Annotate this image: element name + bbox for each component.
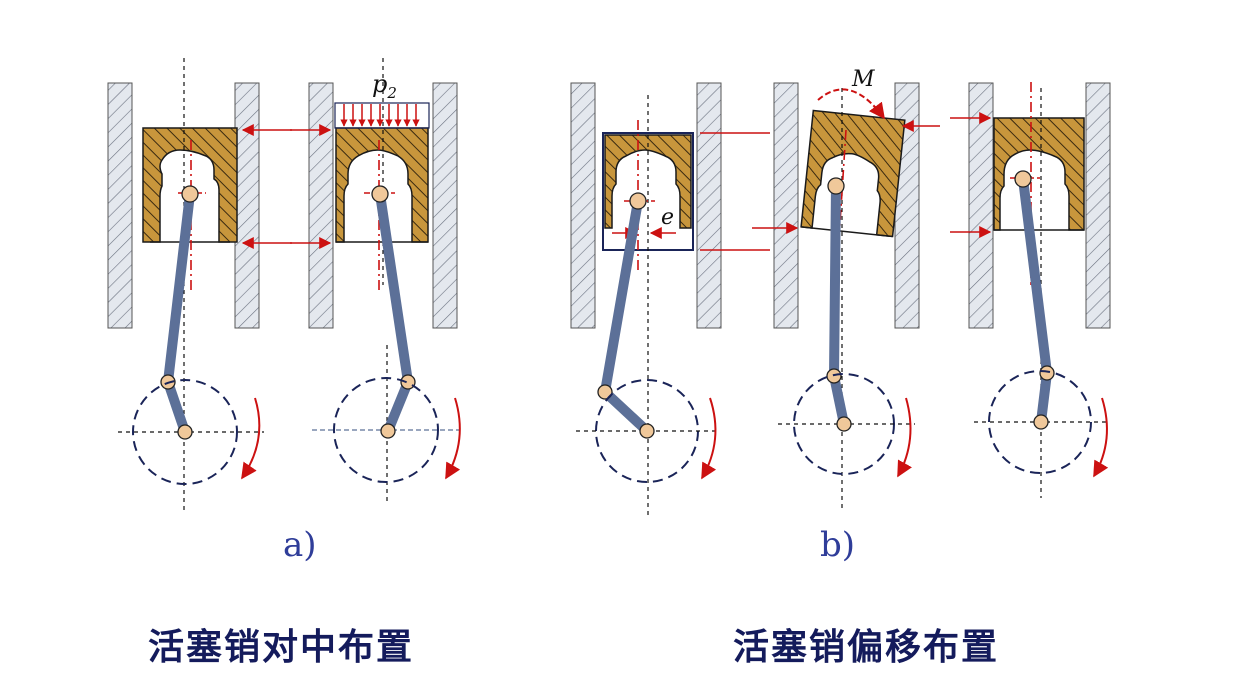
- piston-pin: [181, 185, 199, 203]
- crank-circle: [132, 379, 238, 485]
- connecting-rod: [600, 196, 643, 397]
- crankshaft-center: [1033, 414, 1049, 430]
- rotation-arrow: [241, 397, 261, 480]
- unit-a1: [107, 58, 292, 510]
- cylinder-wall-left: [968, 82, 994, 329]
- crank-pin: [400, 374, 416, 390]
- crank-arm: [163, 377, 190, 437]
- piston: [142, 127, 238, 243]
- caption-offset-pin: 活塞销偏移布置: [733, 626, 1000, 668]
- piston: [335, 127, 429, 243]
- gas-pressure-label: p2: [372, 70, 397, 102]
- cylinder-wall-left: [570, 82, 596, 329]
- unit-b3: [950, 82, 1111, 498]
- piston-pin: [629, 192, 647, 210]
- crank-pin: [597, 384, 613, 400]
- cylinder-wall-left: [773, 82, 799, 329]
- gas-pressure-arrows: [340, 104, 420, 127]
- piston-pin: [827, 177, 845, 195]
- piston-pin: [371, 185, 389, 203]
- panel-a-label: a): [283, 525, 317, 565]
- rotation-arrow: [701, 397, 717, 480]
- crankshaft-center: [836, 416, 852, 432]
- cylinder-wall-right: [696, 82, 722, 329]
- crank-circle: [333, 377, 439, 483]
- crank-pin: [1039, 365, 1055, 381]
- cylinder-wall-right: [432, 82, 458, 329]
- cylinder-wall-left: [308, 82, 334, 329]
- crank-arm: [600, 387, 652, 436]
- crank-circle: [988, 370, 1092, 474]
- connecting-rod: [829, 181, 841, 381]
- piston-pin: [1014, 170, 1032, 188]
- unit-b1: e: [570, 82, 770, 515]
- unit-b2: M: [752, 67, 940, 510]
- connecting-rod: [1018, 174, 1052, 378]
- crank-arm: [383, 377, 413, 436]
- unit-a2: p2: [290, 58, 461, 505]
- rotation-arrow: [897, 397, 912, 478]
- moment-arrow: [817, 88, 885, 120]
- crank-arm: [1036, 368, 1052, 427]
- crankshaft-center: [639, 423, 655, 439]
- tilted-piston: [800, 109, 906, 238]
- cylinder-wall-left: [107, 82, 133, 329]
- piston: [993, 117, 1085, 231]
- gas-pressure-plate: [334, 102, 430, 129]
- piston: [604, 134, 692, 229]
- caption-centered-pin: 活塞销对中布置: [148, 626, 415, 668]
- crankshaft-center: [380, 423, 396, 439]
- cylinder-wall-right: [234, 82, 260, 329]
- rotation-arrow: [445, 397, 461, 480]
- panel-b-label: b): [820, 525, 856, 565]
- cylinder-wall-right: [1085, 82, 1111, 329]
- crank-arm: [829, 371, 849, 429]
- moment-label: M: [851, 67, 875, 92]
- connecting-rod: [163, 189, 195, 387]
- connecting-rod: [375, 189, 413, 387]
- crankshaft-center: [177, 424, 193, 440]
- offset-label: e: [661, 205, 674, 230]
- rotation-arrow: [1093, 397, 1109, 478]
